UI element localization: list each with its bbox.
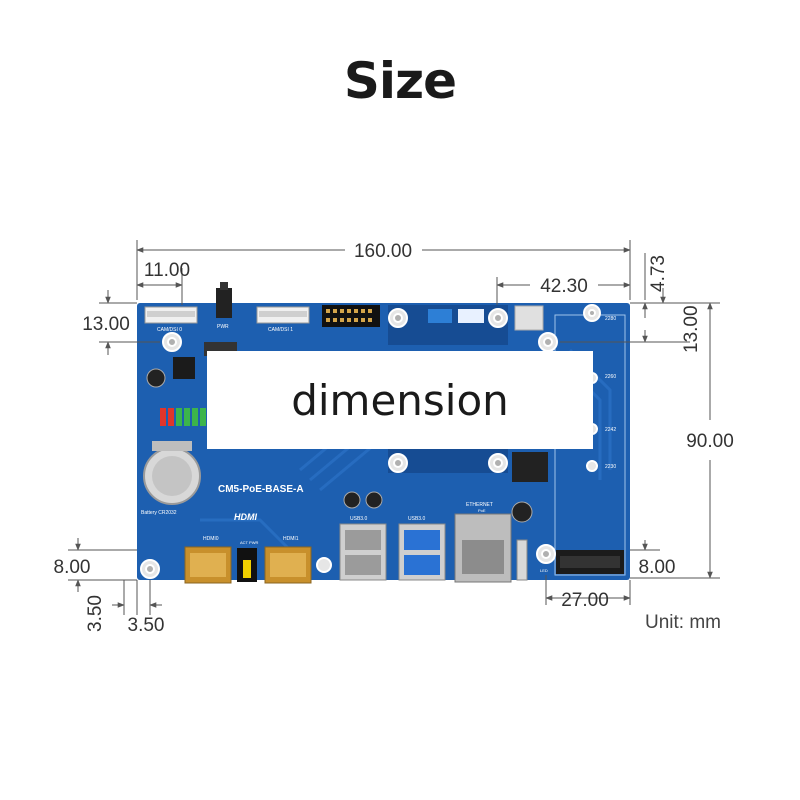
dim-left-top-hole: 13.00 (82, 314, 130, 335)
poe-label: PoE (478, 508, 486, 513)
dim-bottom-right: 27.00 (561, 590, 609, 611)
dc-jack: LED (511, 452, 548, 581)
camera-connectors: CAM/DSI 0 CAM/DSI 1 (144, 306, 310, 333)
page-title: Size (343, 52, 457, 110)
power-button: PWR (216, 282, 232, 330)
status-leds (160, 408, 206, 426)
dimension-labels: 160.00 11.00 42.30 4.73 13.00 13.00 90.0… (54, 241, 734, 636)
hdmi0-label: HDMI0 (203, 536, 219, 542)
unit-label: Unit: mm (645, 612, 721, 633)
hdmi-logo: HDMI (234, 512, 257, 522)
dim-total-width: 160.00 (354, 241, 412, 262)
cam0-label: CAM/DSI 0 (157, 327, 182, 333)
dim-right-top-hole: 13.00 (681, 305, 702, 353)
dim-left-connector: 11.00 (144, 260, 190, 281)
m2-2230: 2230 (605, 464, 616, 470)
dimension-lines (68, 240, 720, 615)
mounting-holes (140, 304, 601, 579)
dimension-overlay-box: dimension (207, 351, 593, 449)
act-led-connector: ACT PWR (237, 540, 258, 582)
dim-bottom-left-y: 3.50 (85, 595, 106, 632)
usb3b-label: USB3.0 (408, 516, 425, 522)
m2-2280: 2280 (605, 316, 616, 322)
dim-right-offset: 42.30 (540, 276, 588, 297)
fan-header (428, 305, 544, 331)
dim-top-right: 4.73 (648, 255, 669, 292)
gpio-header (322, 305, 380, 327)
act-label: ACT PWR (240, 540, 258, 545)
usb3-label: USB3.0 (350, 516, 367, 522)
pwr-label: PWR (217, 324, 229, 330)
m2-2242: 2242 (605, 427, 616, 433)
usb-ports: USB3.0 USB3.0 (339, 491, 446, 581)
hdmi-ports: HDMI0 HDMI1 (184, 536, 312, 584)
led-label: LED (540, 568, 548, 573)
board-name: CM5-PoE-BASE-A (218, 484, 304, 495)
dim-left-bottom-hole: 8.00 (54, 557, 91, 578)
dim-right-bottom-hole: 8.00 (639, 557, 676, 578)
battery-label: Battery CR2032 (141, 510, 177, 516)
m2-2260: 2260 (605, 374, 616, 380)
battery-holder: Battery CR2032 (141, 441, 201, 516)
hdmi1-label: HDMI1 (283, 536, 299, 542)
overlay-label: dimension (291, 375, 509, 425)
dim-height: 90.00 (686, 431, 734, 452)
ethernet-label: ETHERNET (466, 502, 493, 508)
cam1-label: CAM/DSI 1 (268, 327, 293, 333)
dim-bottom-left-x: 3.50 (128, 615, 165, 636)
m2-slot: 2280 2260 2242 2230 (556, 316, 624, 574)
ethernet-port: ETHERNET PoE (454, 502, 512, 583)
